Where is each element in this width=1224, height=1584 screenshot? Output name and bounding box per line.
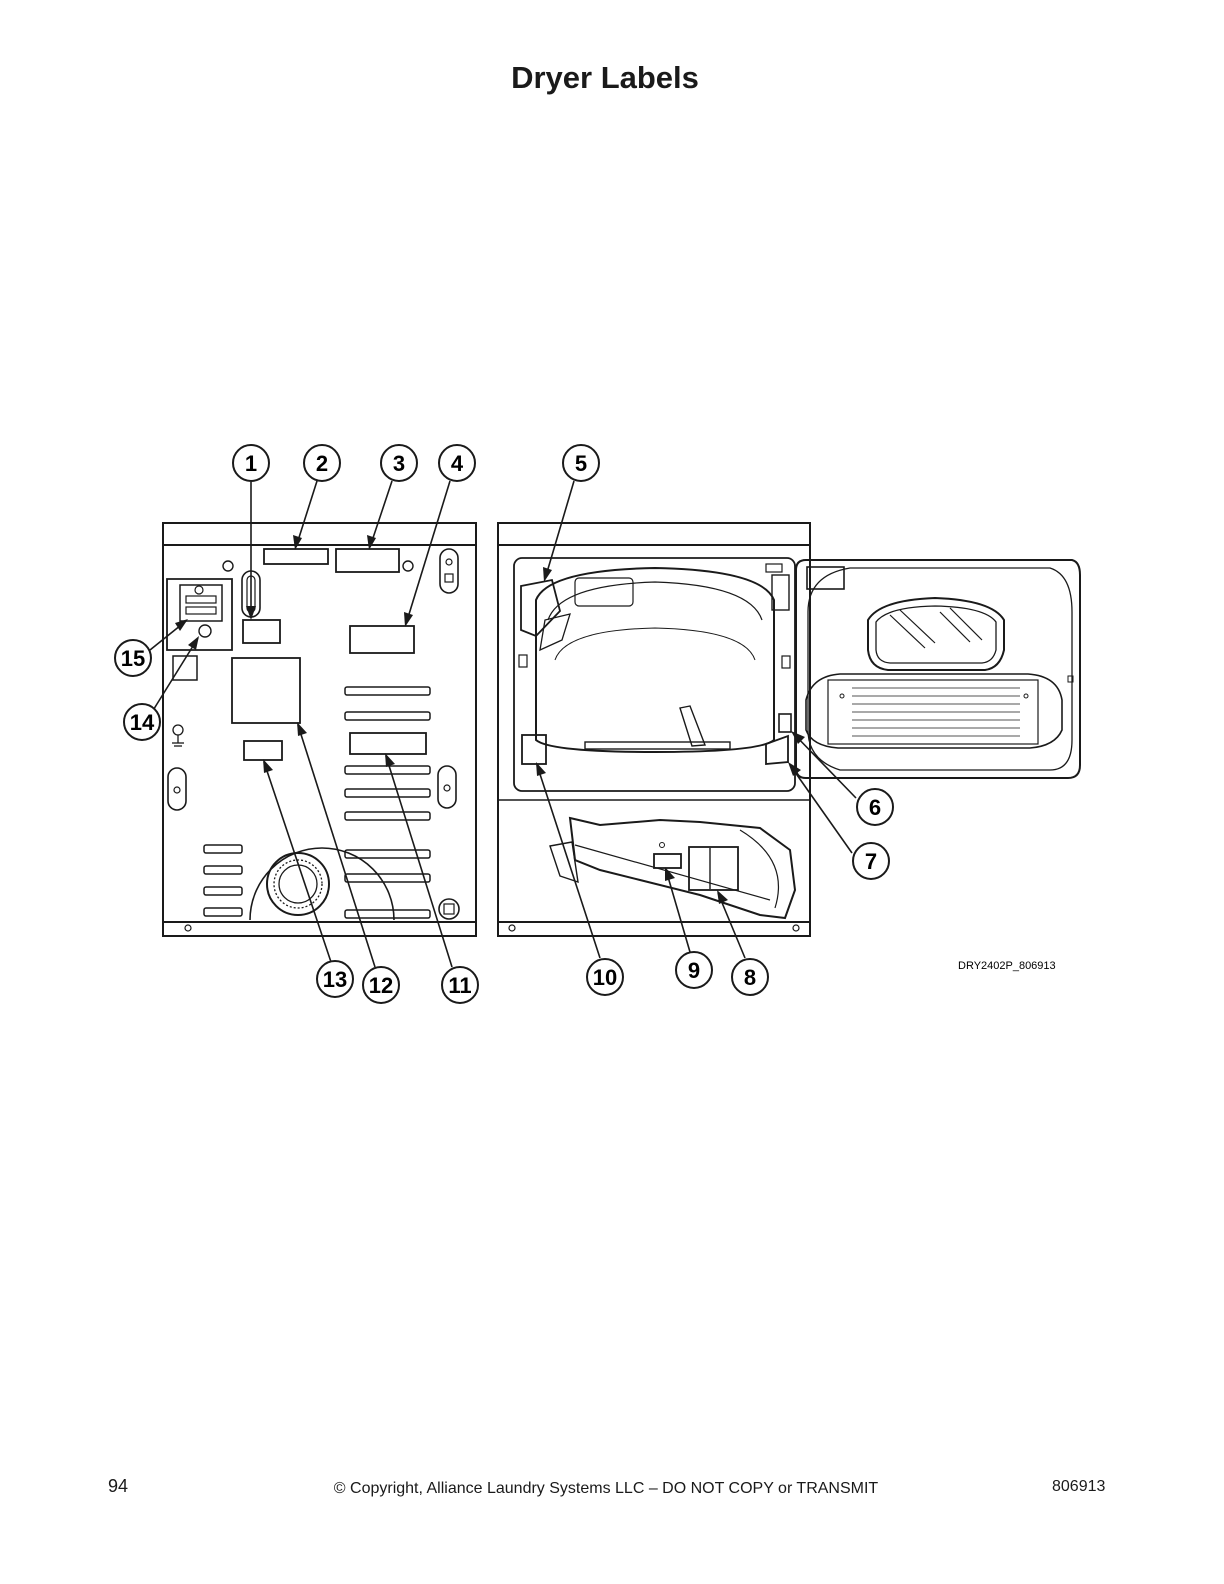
- callout-13: 13: [316, 960, 354, 998]
- svg-text:12: 12: [369, 973, 393, 998]
- callout-3: 3: [380, 444, 418, 482]
- svg-text:13: 13: [323, 967, 347, 992]
- svg-text:5: 5: [575, 451, 587, 476]
- svg-text:15: 15: [121, 646, 145, 671]
- svg-text:6: 6: [869, 795, 881, 820]
- rear-label-4: [349, 625, 415, 654]
- copyright-notice: © Copyright, Alliance Laundry Systems LL…: [333, 1480, 879, 1497]
- callout-1: 1: [232, 444, 270, 482]
- svg-text:3: 3: [393, 451, 405, 476]
- svg-text:9: 9: [688, 958, 700, 983]
- front-label-7: [765, 734, 789, 765]
- base-label-8: [688, 846, 739, 891]
- page-title: Dryer Labels: [511, 60, 699, 95]
- page-number: 94: [108, 1476, 129, 1496]
- callout-15: 15: [114, 639, 152, 677]
- callout-6: 6: [856, 788, 894, 826]
- front-label-10: [521, 734, 547, 765]
- rear-label-2: [263, 548, 329, 565]
- callout-2: 2: [303, 444, 341, 482]
- leader-lines: [149, 480, 857, 968]
- callout-11: 11: [441, 966, 479, 1004]
- callout-5: 5: [562, 444, 600, 482]
- svg-text:4: 4: [451, 451, 464, 476]
- callout-4: 4: [438, 444, 476, 482]
- leader-arrowheads: [175, 535, 805, 904]
- rear-label-3: [335, 548, 400, 573]
- rear-label-11: [349, 732, 427, 755]
- callout-8: 8: [731, 958, 769, 996]
- callout-10: 10: [586, 958, 624, 996]
- front-label-6: [778, 713, 792, 733]
- rear-label-13: [243, 740, 283, 761]
- figure-id: DRY2402P_806913: [958, 960, 1056, 972]
- callout-9: 9: [675, 951, 713, 989]
- dryer-rear-view: [162, 522, 477, 937]
- front-label-5: [520, 578, 561, 638]
- callout-12: 12: [362, 966, 400, 1004]
- rear-label-12: [231, 657, 301, 724]
- svg-text:7: 7: [865, 849, 877, 874]
- svg-text:11: 11: [448, 973, 471, 998]
- svg-text:14: 14: [130, 710, 155, 735]
- base-label-9: [653, 853, 682, 869]
- document-number: 806913: [1052, 1478, 1106, 1495]
- svg-text:1: 1: [245, 451, 257, 476]
- svg-text:2: 2: [316, 451, 328, 476]
- svg-text:10: 10: [593, 965, 617, 990]
- callouts: 1 2 3 4 5 6 7 8 9 10 11 12 13 14 15: [114, 444, 894, 1004]
- svg-text:8: 8: [744, 965, 756, 990]
- dryer-front-view: [497, 522, 1081, 937]
- callout-14: 14: [123, 703, 161, 741]
- rear-label-1: [242, 619, 281, 644]
- callout-7: 7: [852, 842, 890, 880]
